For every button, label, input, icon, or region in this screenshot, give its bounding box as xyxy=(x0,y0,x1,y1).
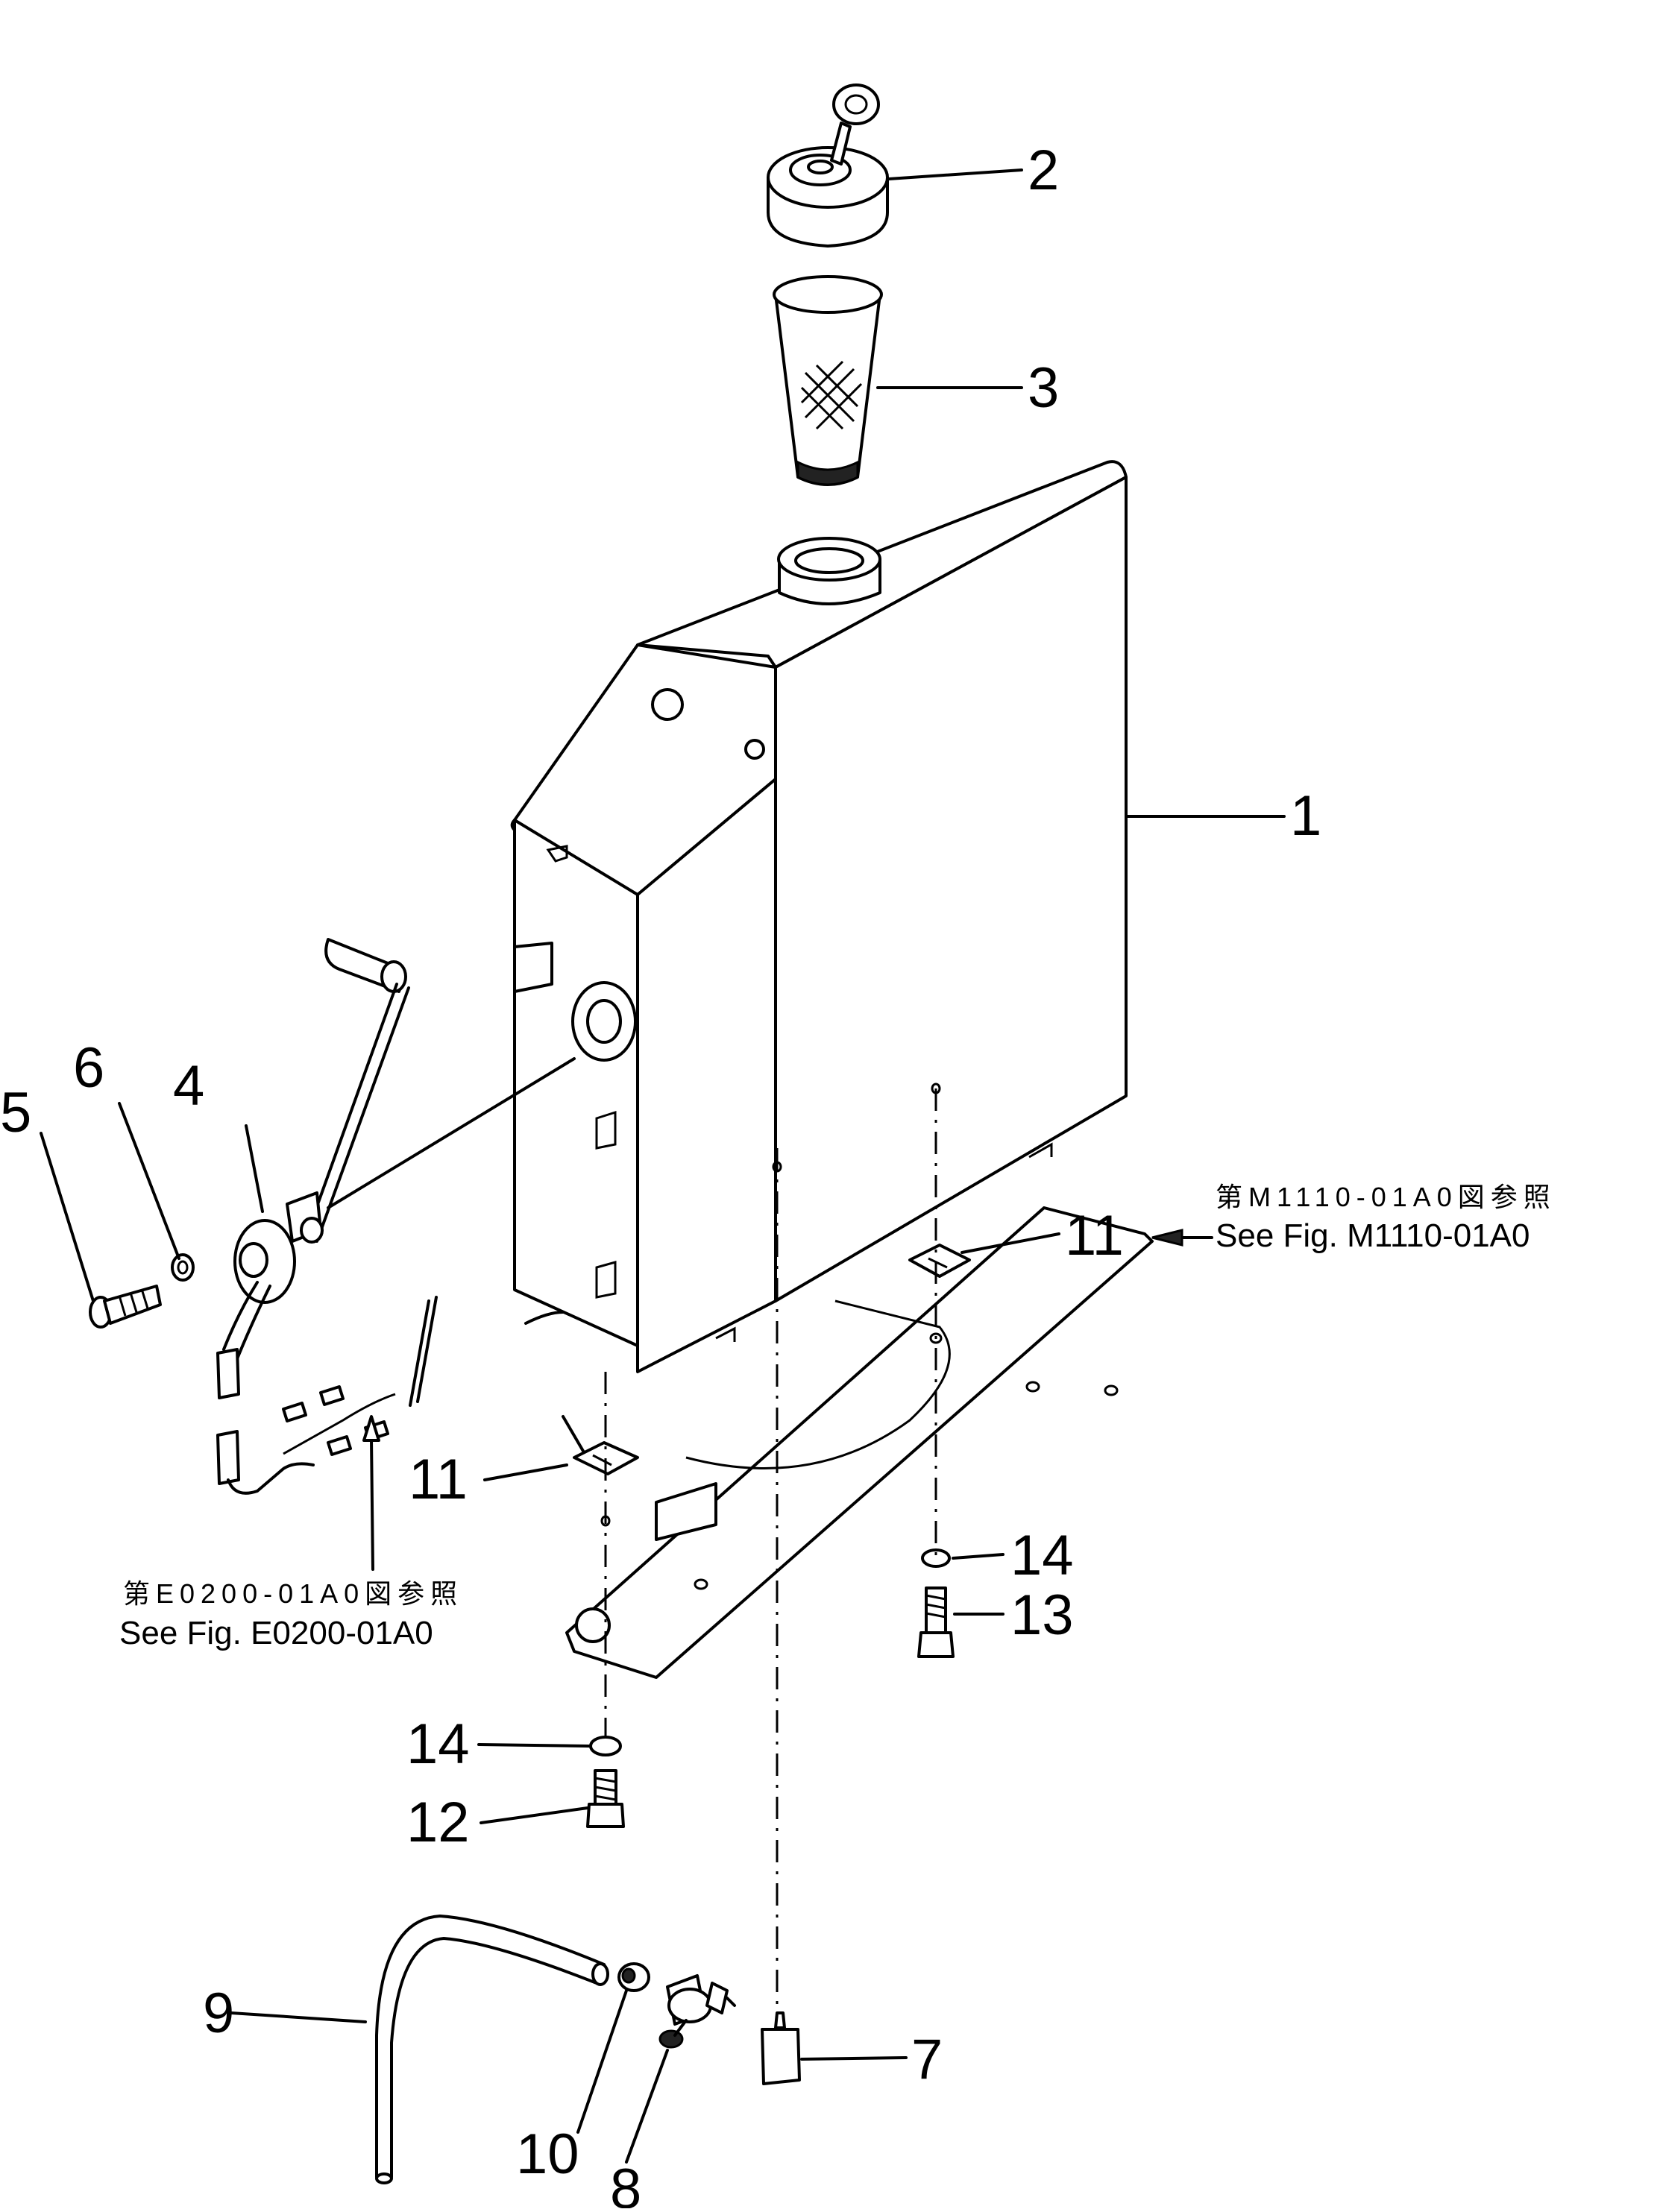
spacer-upper xyxy=(908,1244,971,1278)
sensor-wiring xyxy=(216,1281,438,1495)
bolt-right xyxy=(917,1586,955,1658)
leader-lines xyxy=(40,168,1286,2164)
hydraulic-tank xyxy=(510,460,1128,1373)
drain-hose xyxy=(375,1915,609,2184)
reference-m1110-jp: 第M1110-01A0図参照 xyxy=(1216,1182,1556,1212)
callout-14-left: 14 xyxy=(406,1712,470,1776)
hose-clamp xyxy=(617,1962,650,1992)
drain-plug xyxy=(761,2011,801,2085)
callout-11-lower: 11 xyxy=(409,1448,468,1511)
level-sensor xyxy=(233,938,410,1304)
reference-m1110-en: See Fig. M1110-01A0 xyxy=(1216,1217,1530,1254)
callout-9: 9 xyxy=(203,1982,234,2045)
reference-notes: 第M1110-01A0図参照 See Fig. M1110-01A0 第E020… xyxy=(119,1182,1556,1651)
callout-10: 10 xyxy=(516,2123,579,2186)
callout-1: 1 xyxy=(1290,784,1321,848)
drain-cock xyxy=(658,1974,736,2049)
callout-7: 7 xyxy=(911,2028,943,2091)
washer-right xyxy=(921,1548,951,1568)
callout-3: 3 xyxy=(1028,356,1059,420)
mounting-plate xyxy=(562,1206,1154,1679)
callout-numbers: 2 3 1 11 11 14 13 14 12 7 9 10 8 4 6 5 xyxy=(0,139,1321,2212)
fuel-strainer xyxy=(773,275,883,486)
callout-4: 4 xyxy=(173,1054,204,1118)
lock-washer xyxy=(171,1253,195,1282)
reference-e0200-en: See Fig. E0200-01A0 xyxy=(119,1615,433,1651)
callout-8: 8 xyxy=(610,2158,641,2208)
callout-12: 12 xyxy=(406,1791,470,1854)
callout-14-right: 14 xyxy=(1010,1524,1074,1587)
callout-5: 5 xyxy=(0,1081,31,1144)
callout-13: 13 xyxy=(1010,1584,1074,1647)
washer-left xyxy=(589,1736,622,1756)
callout-11-upper: 11 xyxy=(1065,1204,1124,1267)
bolt-left xyxy=(586,1769,625,1828)
callout-6: 6 xyxy=(73,1036,104,1100)
callout-2: 2 xyxy=(1028,139,1059,202)
screw xyxy=(89,1285,162,1329)
reference-e0200-jp: 第E0200-01A0図参照 xyxy=(123,1578,463,1609)
filler-cap xyxy=(767,83,889,248)
